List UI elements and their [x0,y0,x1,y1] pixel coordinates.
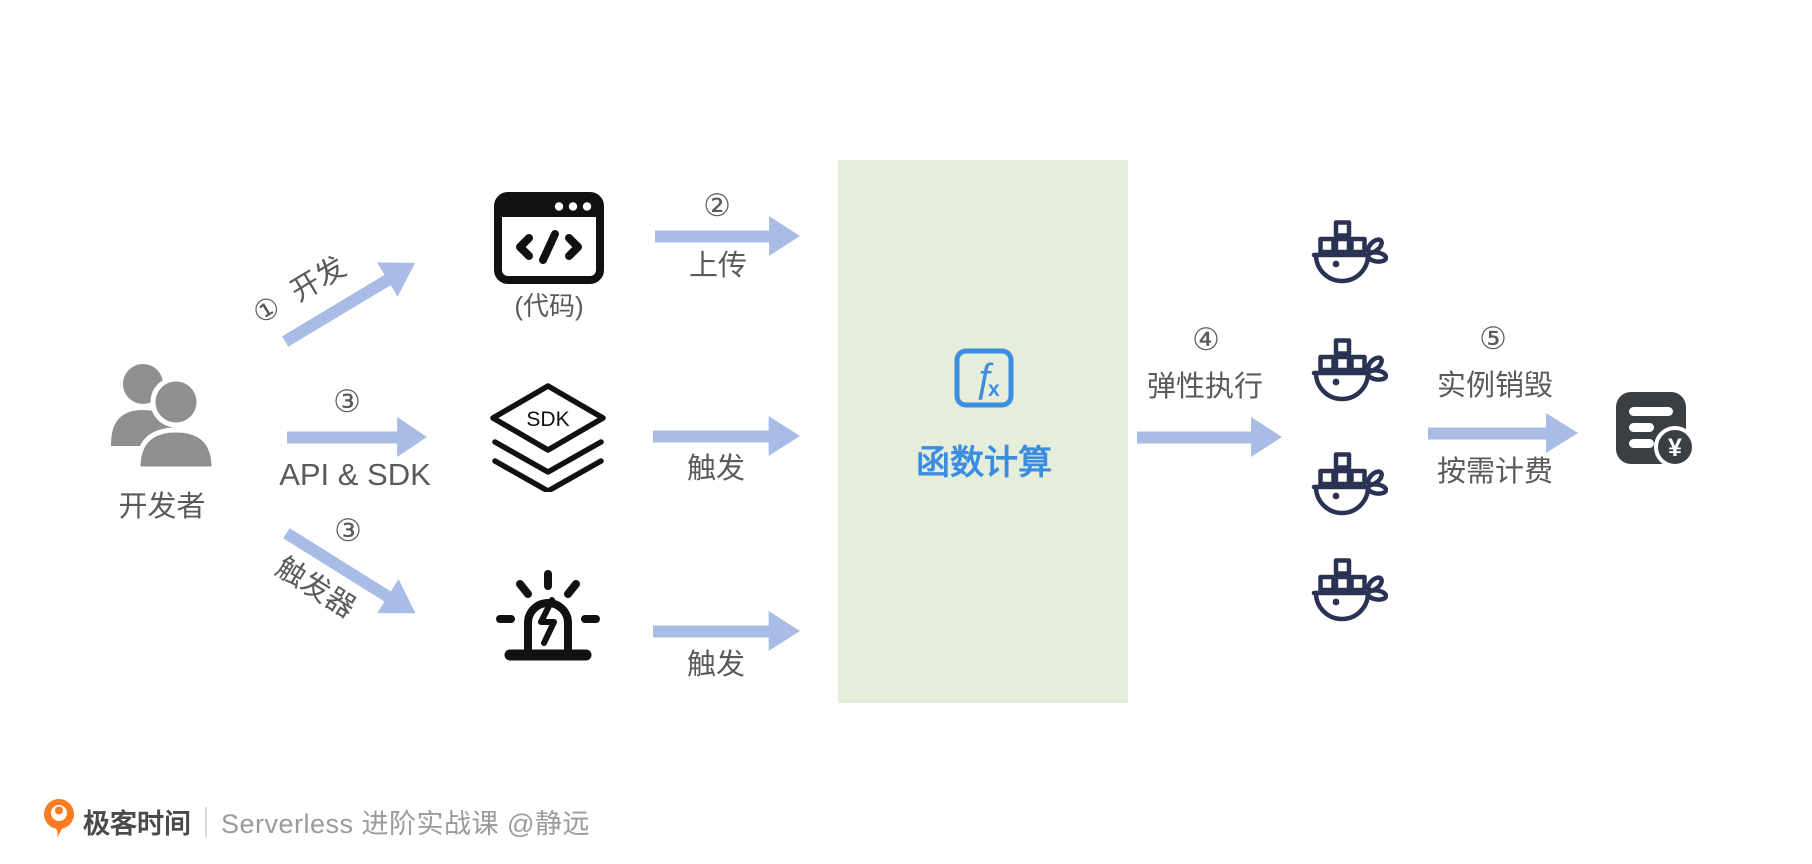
docker-container-icon-1 [1310,219,1389,284]
instance-destroy-label: 实例销毁 [1436,370,1553,402]
footer-brand: 极客时间 [83,809,191,839]
api-sdk-arrow [287,415,427,459]
step-4-badge: ④ [1192,322,1220,357]
step-3-badge-api: ③ [333,384,361,419]
docker-container-icon-4 [1310,557,1389,622]
developer-label: 开发者 [118,491,206,523]
trigger-mid-label: 触发 [686,453,745,485]
upload-label: 上传 [688,250,747,282]
trigger-mid-arrow [653,414,800,458]
fx-function-icon: ƒ x [952,346,1016,410]
docker-container-icon-3 [1310,451,1389,516]
develop-arrow [274,244,427,360]
trigger-bottom-label: 触发 [686,649,745,681]
function-compute-title: 函数计算 [916,444,1052,482]
step-2-badge: ② [703,188,731,223]
footer-caption: Serverless 进阶实战课 @静远 [221,809,590,839]
elastic-execute-arrow [1137,415,1282,459]
alarm-trigger-icon [496,566,600,674]
step-3-badge-trigger: ③ [334,513,362,548]
sdk-layers-icon: SDK [489,382,607,494]
fx-x-glyph: x [988,378,1000,401]
upload-arrow [655,214,800,258]
users-icon [105,358,219,472]
footer: 极客时间 Serverless 进阶实战课 @静远 [43,797,590,846]
docker-container-icon-2 [1310,337,1389,402]
function-compute-panel [838,160,1128,703]
pay-per-use-label: 按需计费 [1436,456,1553,488]
billing-icon: ¥ [1613,387,1697,473]
step-5-badge: ⑤ [1479,321,1507,356]
billing-currency-glyph: ¥ [1668,434,1682,462]
fx-f-glyph: ƒ [973,356,995,402]
geektime-logo-icon [43,797,75,846]
trigger-bottom-arrow [653,609,800,653]
code-caption: (代码) [514,291,584,321]
sdk-badge-text: SDK [526,408,569,431]
footer-divider [205,806,207,837]
code-window-icon [493,190,605,286]
elastic-execute-label: 弹性执行 [1146,371,1263,403]
api-sdk-label: API & SDK [279,457,431,492]
destroy-billing-arrow [1428,411,1578,455]
trigger-source-arrow [275,514,427,632]
